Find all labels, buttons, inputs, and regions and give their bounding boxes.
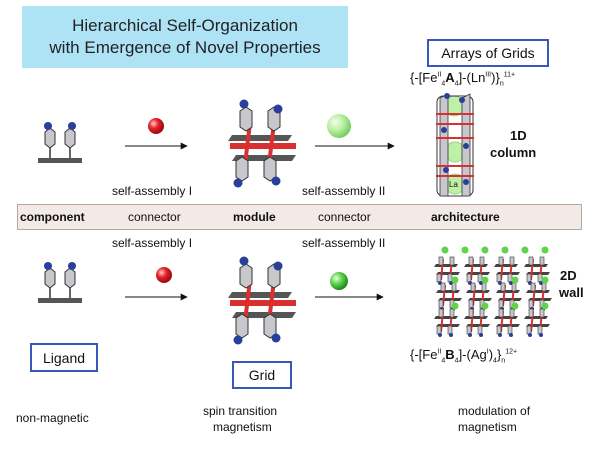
- arrays-of-grids-label: Arrays of Grids: [427, 39, 549, 67]
- wall-label-2d: 2D: [560, 268, 577, 283]
- la-label: La: [449, 180, 458, 189]
- modulation-label: modulation of: [458, 404, 531, 418]
- self-assembly-2-top: self-assembly II: [302, 184, 386, 198]
- wall-2d-architecture: [433, 246, 553, 338]
- self-assembly-1-top: self-assembly I: [112, 184, 193, 198]
- modulation-magnetism-label: magnetism: [458, 420, 517, 434]
- ligand-component-top: [37, 121, 83, 164]
- column-label-1d: 1D: [510, 128, 527, 143]
- band-component: component: [20, 210, 85, 224]
- spin-magnetism-label: magnetism: [213, 420, 272, 434]
- band-module: module: [233, 210, 276, 224]
- grid-module-bottom: [226, 254, 298, 347]
- band-connector-1: connector: [128, 210, 181, 224]
- formula-top: {-[FeII4A4]-(LnIII)}n11+: [410, 70, 516, 88]
- red-connector-ball-bottom: [156, 267, 172, 283]
- spin-transition-label: spin transition: [203, 404, 278, 418]
- wall-label-wall: wall: [559, 285, 584, 300]
- red-connector-ball-top: [148, 118, 164, 134]
- green-connector-ball-bottom: [330, 272, 348, 290]
- non-magnetic-label: non-magnetic: [16, 411, 89, 425]
- title-line-2: with Emergence of Novel Properties: [49, 38, 321, 57]
- title-line-1: Hierarchical Self-Organization: [72, 16, 298, 35]
- column-1d-architecture: [436, 93, 474, 197]
- ligand-box: Ligand: [30, 343, 98, 372]
- formula-bottom: {-[FeII4B4]-(AgI)4}n12+: [410, 347, 518, 365]
- self-assembly-2-bottom: self-assembly II: [302, 236, 386, 250]
- green-connector-ball-top: [327, 114, 351, 138]
- hierarchy-band: [17, 204, 582, 230]
- grid-module-top: [226, 97, 298, 190]
- column-label-column: column: [490, 145, 537, 160]
- band-architecture: architecture: [431, 210, 500, 224]
- grid-box: Grid: [232, 361, 292, 389]
- title-box: Hierarchical Self-Organization with Emer…: [22, 6, 348, 68]
- band-connector-2: connector: [318, 210, 371, 224]
- ligand-component-bottom: [37, 261, 83, 304]
- self-assembly-1-bottom: self-assembly I: [112, 236, 193, 250]
